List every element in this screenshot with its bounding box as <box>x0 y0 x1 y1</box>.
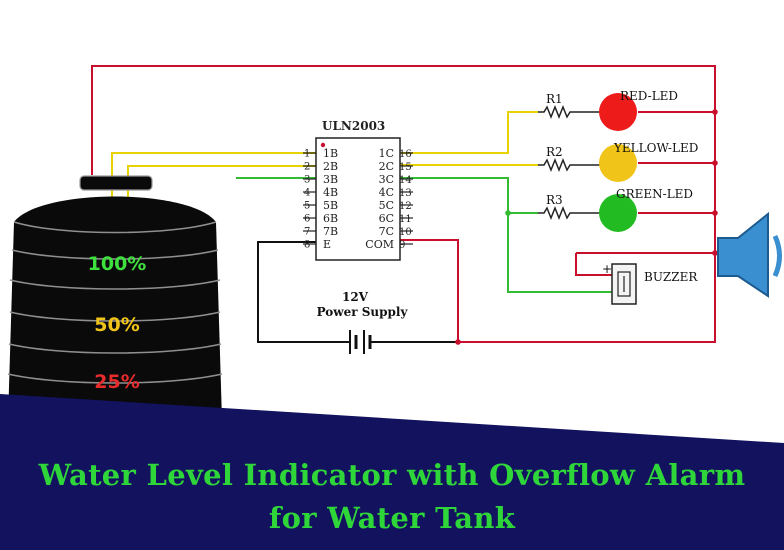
ic-pin-number: 4 <box>304 188 310 199</box>
ground-wire <box>257 241 458 343</box>
green-led-label: GREEN-LED <box>616 187 693 201</box>
resistor-r3 <box>538 205 600 221</box>
power-supply: 12V Power Supply <box>317 290 409 354</box>
tank-level-100: 100% <box>88 253 147 275</box>
red-led <box>599 93 637 131</box>
ic-pin-number: 11 <box>399 214 412 225</box>
ic-pin-number: 6 <box>304 214 310 225</box>
ic-pin-label: E <box>323 238 331 251</box>
ic-pin-number: 15 <box>399 162 412 173</box>
buzzer: + BUZZER <box>602 262 698 305</box>
title-banner <box>0 394 784 550</box>
resistor-r1-label: R1 <box>546 92 563 106</box>
ic-pin-label: 5C <box>379 199 394 212</box>
ic-pin-label: 1B <box>323 147 338 160</box>
ic-pin-number: 3 <box>304 175 310 186</box>
tank-level-25: 25% <box>94 371 139 393</box>
ic-pin-label: 5B <box>323 199 338 212</box>
ic-pin-label: 3C <box>379 173 394 186</box>
ic-pin-label: 6C <box>379 212 394 225</box>
ic-pin-number: 12 <box>399 201 412 212</box>
red-power-loop <box>91 65 716 343</box>
banner-title-line-2: for Water Tank <box>268 501 516 535</box>
ic-pin-label: 4C <box>379 186 394 199</box>
resistor-r1 <box>538 104 600 120</box>
junction-dots <box>455 109 718 345</box>
ic-pin-number: 16 <box>399 149 412 160</box>
power-supply-label: Power Supply <box>317 305 409 319</box>
red-led-label: RED-LED <box>620 89 678 103</box>
ic-pin-number: 2 <box>304 162 310 173</box>
buzzer-label: BUZZER <box>644 270 698 284</box>
ic-pin-label: 7B <box>323 225 338 238</box>
resistor-r2-label: R2 <box>546 145 563 159</box>
buzzer-plus: + <box>602 262 612 276</box>
green-led <box>599 194 637 232</box>
ic-pin-number: 5 <box>304 201 310 212</box>
uln2003-ic: ULN2003 1 1B 2 2B 3 3B 4 4B 5 5B 6 6B 7 7B 8 E 16 1C 15 2C 1… <box>303 119 413 261</box>
ic-pin-number: 10 <box>399 227 412 238</box>
power-supply-voltage: 12V <box>342 290 369 304</box>
ic-pin-number: 7 <box>304 227 310 238</box>
ic-pin-label: 1C <box>379 147 394 160</box>
ic-pin-number: 1 <box>304 149 310 160</box>
ic-pin-number: 8 <box>304 240 310 251</box>
tank-level-50: 50% <box>94 314 139 336</box>
ic-pin-label: 3B <box>323 173 338 186</box>
ic-pin-label: COM <box>365 238 394 251</box>
ic-pin-label: 2B <box>323 160 338 173</box>
yellow-led-label: YELLOW-LED <box>613 141 698 155</box>
resistors <box>538 104 600 221</box>
resistor-r2 <box>538 157 600 173</box>
speaker-icon <box>717 211 782 298</box>
water-tank: 100% 50% 25% <box>7 175 223 420</box>
yellow-led <box>599 144 637 182</box>
ic-pin-number: 14 <box>399 175 412 186</box>
green-wires <box>236 177 612 293</box>
ic-pin-label: 6B <box>323 212 338 225</box>
ic-pin-label: 7C <box>379 225 394 238</box>
ic-pin-number: 13 <box>399 188 412 199</box>
ic-name: ULN2003 <box>322 119 385 133</box>
banner-title-line-1: Water Level Indicator with Overflow Alar… <box>38 458 746 492</box>
resistor-r3-label: R3 <box>546 193 563 207</box>
ic-pin-number: 9 <box>399 240 405 251</box>
ic-pin-label: 2C <box>379 160 394 173</box>
ic-pin-label: 4B <box>323 186 338 199</box>
